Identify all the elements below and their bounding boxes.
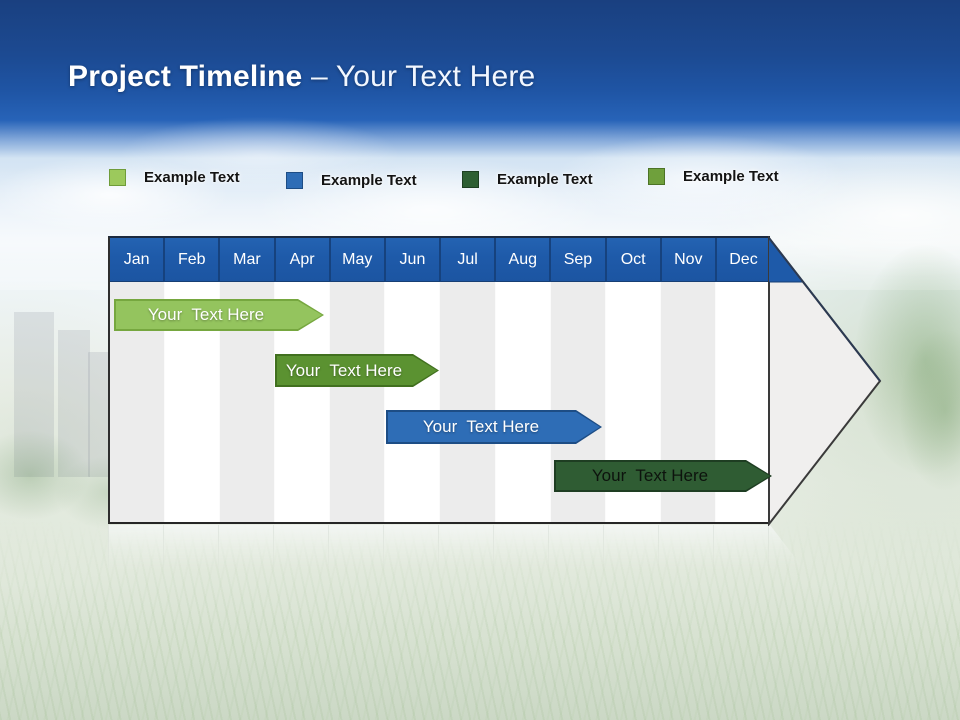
task-bar-3[interactable]: Your Text Here xyxy=(386,410,602,444)
legend-swatch-darkgreen xyxy=(462,171,479,188)
month-cell: Nov xyxy=(661,238,717,282)
task-bar-2[interactable]: Your Text Here xyxy=(275,354,439,387)
month-cell: Mar xyxy=(220,238,276,282)
legend-label: Example Text xyxy=(321,172,417,189)
legend-swatch-blue xyxy=(286,172,303,189)
task-bar-label: Your Text Here xyxy=(147,305,265,324)
task-bar-1[interactable]: Your Text Here xyxy=(114,299,324,331)
legend-label: Example Text xyxy=(497,171,593,188)
task-bar-fill xyxy=(388,412,600,442)
skyline-building xyxy=(88,352,110,477)
timeline-table: Jan Feb Mar Apr May Jun Jul Aug Sep Oct … xyxy=(108,236,770,524)
legend-swatch-olive xyxy=(648,168,665,185)
legend-item[interactable]: Example Text xyxy=(462,171,593,188)
month-cell: Jun xyxy=(385,238,442,282)
month-cell: May xyxy=(330,238,386,282)
month-cell: Jan xyxy=(110,238,166,282)
skyline-building xyxy=(14,312,54,477)
month-cell: Jul xyxy=(441,238,497,282)
legend-item[interactable]: Example Text xyxy=(648,168,779,185)
title-placeholder: – Your Text Here xyxy=(302,60,536,93)
legend-swatch-lightgreen xyxy=(109,169,126,186)
grid-column xyxy=(330,282,386,522)
grid-column xyxy=(495,282,551,522)
grid-column xyxy=(440,282,496,522)
table-reflection xyxy=(108,525,810,577)
task-bar-fill xyxy=(556,462,770,490)
tree-left xyxy=(0,430,90,520)
month-header-row: Jan Feb Mar Apr May Jun Jul Aug Sep Oct … xyxy=(110,238,771,282)
legend-item[interactable]: Example Text xyxy=(286,172,417,189)
task-bar-label: Your Text Here xyxy=(422,417,540,436)
title-bold: Project Timeline xyxy=(68,60,303,93)
legend-item[interactable]: Example Text xyxy=(109,169,240,186)
timeline-arrow-head xyxy=(768,236,882,526)
month-cell: Dec xyxy=(716,238,771,282)
tree-right xyxy=(900,330,960,490)
grid-column xyxy=(385,282,441,522)
month-cell: Oct xyxy=(606,238,662,282)
task-bar-fill xyxy=(277,356,437,385)
page-title[interactable]: Project Timeline – Your Text Here xyxy=(68,60,535,94)
skyline-building xyxy=(58,330,90,477)
task-bar-label: Your Text Here xyxy=(285,360,403,380)
arrow-head-top-edge xyxy=(768,237,881,382)
legend-label: Example Text xyxy=(683,168,779,185)
month-cell: Aug xyxy=(496,238,552,282)
month-cell: Feb xyxy=(165,238,221,282)
task-bar-label: Your Text Here xyxy=(591,466,709,485)
month-cell: Apr xyxy=(275,238,331,282)
month-cell: Sep xyxy=(551,238,607,282)
task-bar-fill xyxy=(116,301,322,329)
legend-label: Example Text xyxy=(144,169,240,186)
task-bar-4[interactable]: Your Text Here xyxy=(554,460,772,492)
grass-texture xyxy=(0,520,960,720)
